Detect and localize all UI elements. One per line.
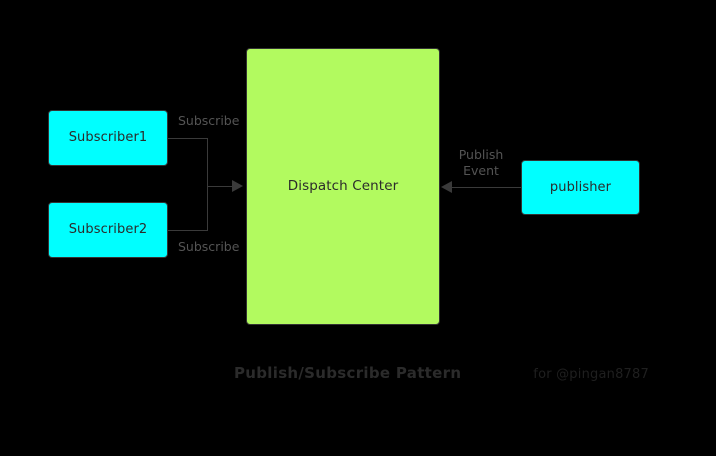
- edge-label-subscribe-top: Subscribe: [178, 113, 240, 128]
- edge-label-subscribe-bottom: Subscribe: [178, 239, 240, 254]
- arrowhead-left-icon: [441, 181, 452, 193]
- node-subscriber1-label: Subscriber1: [68, 130, 148, 146]
- node-subscriber2[interactable]: Subscriber2: [48, 202, 168, 258]
- node-publisher[interactable]: publisher: [521, 160, 640, 215]
- edge-subscriber2-to-trunk: [168, 229, 208, 231]
- node-dispatch-center[interactable]: Dispatch Center: [246, 48, 440, 325]
- edge-subscriber1-to-trunk: [168, 137, 208, 139]
- diagram-credit: for @pingan8787: [533, 367, 649, 382]
- edge-publisher-to-dispatch-center: [452, 186, 521, 188]
- node-dispatch-center-label: Dispatch Center: [287, 178, 399, 195]
- edge-label-publish-event: Publish Event: [458, 147, 504, 178]
- diagram-caption: Publish/Subscribe Pattern for @pingan878…: [234, 364, 649, 382]
- node-publisher-label: publisher: [549, 179, 612, 195]
- diagram-title: Publish/Subscribe Pattern: [234, 364, 462, 382]
- arrowhead-right-icon: [232, 180, 243, 192]
- node-subscriber2-label: Subscriber2: [68, 222, 148, 238]
- edge-subscriber-trunk: [206, 137, 208, 231]
- edge-trunk-to-dispatch-center: [206, 185, 235, 187]
- node-subscriber1[interactable]: Subscriber1: [48, 110, 168, 166]
